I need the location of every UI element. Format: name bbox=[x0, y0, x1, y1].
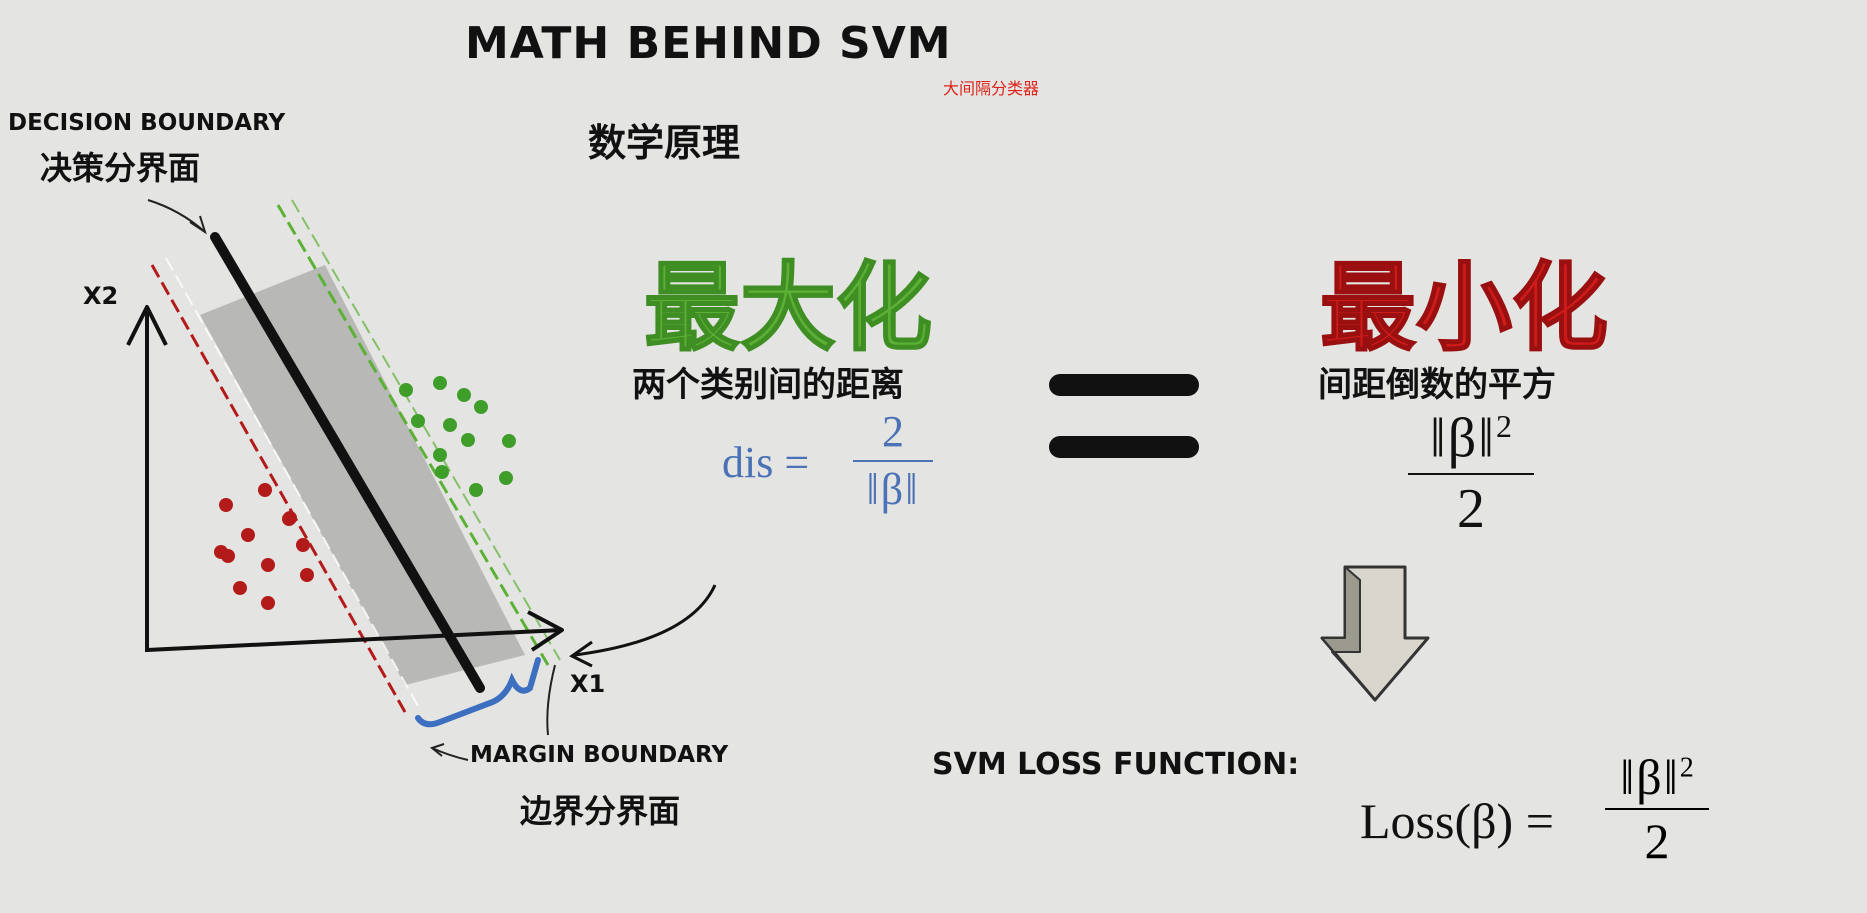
curved-arrowhead bbox=[569, 640, 593, 668]
loss-exponent: 2 bbox=[1679, 752, 1694, 784]
minimize-description: 间距倒数的平方 bbox=[1318, 365, 1556, 405]
green-class-point bbox=[469, 483, 483, 497]
green-class-point bbox=[443, 418, 457, 432]
margin-brace bbox=[415, 657, 541, 728]
margin-band bbox=[200, 265, 525, 685]
green-class-point bbox=[399, 383, 413, 397]
margin-boundary-label: MARGIN BOUNDARY bbox=[470, 742, 729, 768]
minimize-denominator: 2 bbox=[1457, 477, 1485, 540]
decision-boundary-line bbox=[210, 232, 485, 693]
margin-pointer-arrowhead bbox=[429, 743, 445, 757]
loss-function-label: SVM LOSS FUNCTION: bbox=[932, 747, 1300, 782]
maximize-description: 两个类别间的距离 bbox=[632, 365, 904, 405]
x-axis bbox=[146, 628, 563, 652]
green-class-point bbox=[457, 388, 471, 402]
green-margin-line-inner bbox=[291, 199, 561, 661]
red-class-point bbox=[233, 581, 247, 595]
red-margin-line-inner bbox=[165, 257, 419, 707]
loss-formula-lhs: Loss(β) = bbox=[1360, 793, 1554, 849]
red-class-point bbox=[214, 545, 228, 559]
red-class-point bbox=[300, 568, 314, 582]
corner-label: 大间隔分类器 bbox=[943, 79, 1040, 98]
red-margin-line bbox=[150, 264, 407, 713]
green-class-point bbox=[435, 465, 449, 479]
curved-arrow-to-margin bbox=[574, 584, 717, 657]
y-axis-arrow bbox=[126, 305, 168, 346]
distance-denominator: ‖β‖ bbox=[866, 465, 920, 514]
margin-boundary-label-cn: 边界分界面 bbox=[520, 792, 681, 830]
y-axis-label: X2 bbox=[83, 282, 119, 310]
margin-pointer-arrow bbox=[431, 747, 469, 761]
red-class-point bbox=[296, 538, 310, 552]
distance-formula-fraction: 2 ‖β‖ bbox=[853, 410, 933, 512]
red-class-point bbox=[282, 512, 296, 526]
green-class-points bbox=[399, 376, 516, 497]
decision-boundary-label: DECISION BOUNDARY bbox=[8, 110, 286, 136]
x-axis-label: X1 bbox=[570, 670, 606, 698]
green-class-point bbox=[411, 414, 425, 428]
x-axis-arrow bbox=[527, 610, 564, 652]
down-arrow-shade bbox=[1321, 566, 1376, 701]
red-class-point bbox=[241, 528, 255, 542]
slide-title: MATH BEHIND SVM bbox=[465, 18, 952, 69]
maximize-heading: 最大化 bbox=[643, 251, 933, 365]
minimize-exponent: 2 bbox=[1495, 408, 1512, 444]
red-class-point bbox=[261, 558, 275, 572]
loss-numerator: ‖β‖ bbox=[1620, 749, 1680, 805]
distance-numerator: 2 bbox=[882, 407, 904, 456]
margin-pointer-arrow-2 bbox=[546, 664, 556, 736]
red-class-point bbox=[258, 483, 272, 497]
slide-subtitle-cn: 数学原理 bbox=[588, 121, 741, 165]
green-margin-line bbox=[276, 204, 550, 666]
green-class-point bbox=[499, 471, 513, 485]
decision-boundary-label-cn: 决策分界面 bbox=[40, 149, 201, 187]
minimize-formula-fraction: ‖β‖2 2 bbox=[1408, 410, 1534, 537]
red-class-point bbox=[261, 596, 275, 610]
minimize-heading: 最小化 bbox=[1319, 251, 1609, 365]
distance-formula-lhs: dis = bbox=[722, 438, 810, 487]
down-arrow-icon bbox=[1320, 565, 1430, 702]
red-class-point bbox=[219, 498, 233, 512]
green-class-point bbox=[474, 400, 488, 414]
green-class-point bbox=[461, 433, 475, 447]
green-class-point bbox=[433, 448, 447, 462]
green-class-point bbox=[433, 376, 447, 390]
loss-denominator: 2 bbox=[1644, 813, 1670, 869]
minimize-numerator: ‖β‖ bbox=[1430, 407, 1496, 470]
green-class-point bbox=[502, 434, 516, 448]
loss-formula-fraction: ‖β‖2 2 bbox=[1605, 752, 1709, 866]
red-class-points bbox=[214, 483, 314, 610]
decision-pointer-arrowhead bbox=[189, 215, 207, 235]
